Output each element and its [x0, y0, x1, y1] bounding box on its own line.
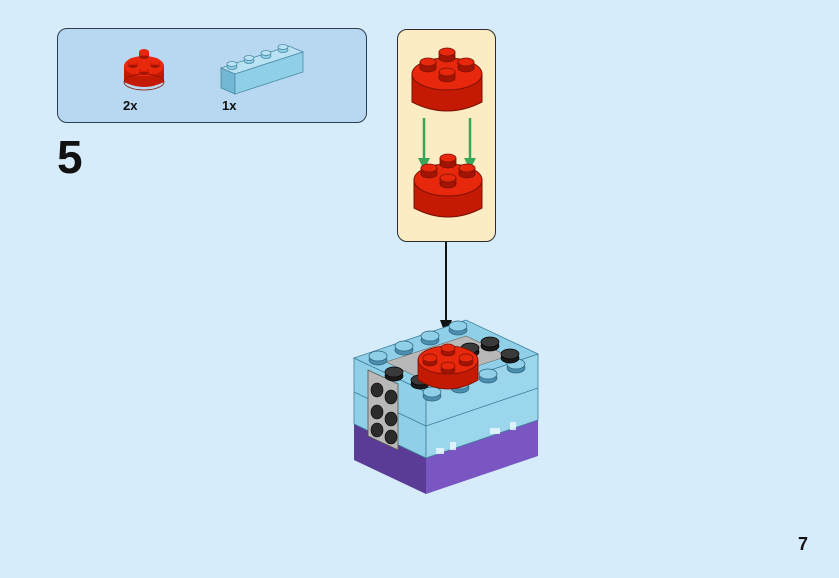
red-round-brick-icon [123, 49, 165, 91]
light-blue-brick-icon [219, 44, 305, 95]
callout-red-round-brick-top [411, 47, 483, 112]
part-quantity-red: 2x [123, 98, 138, 113]
parts-list-panel [57, 28, 367, 123]
callout-red-round-brick-bottom [413, 153, 483, 218]
part-quantity-blue: 1x [222, 98, 237, 113]
model-assembly [352, 319, 540, 494]
green-down-arrows [418, 118, 476, 170]
page-number: 7 [798, 534, 809, 554]
step-number: 5 [57, 131, 83, 183]
